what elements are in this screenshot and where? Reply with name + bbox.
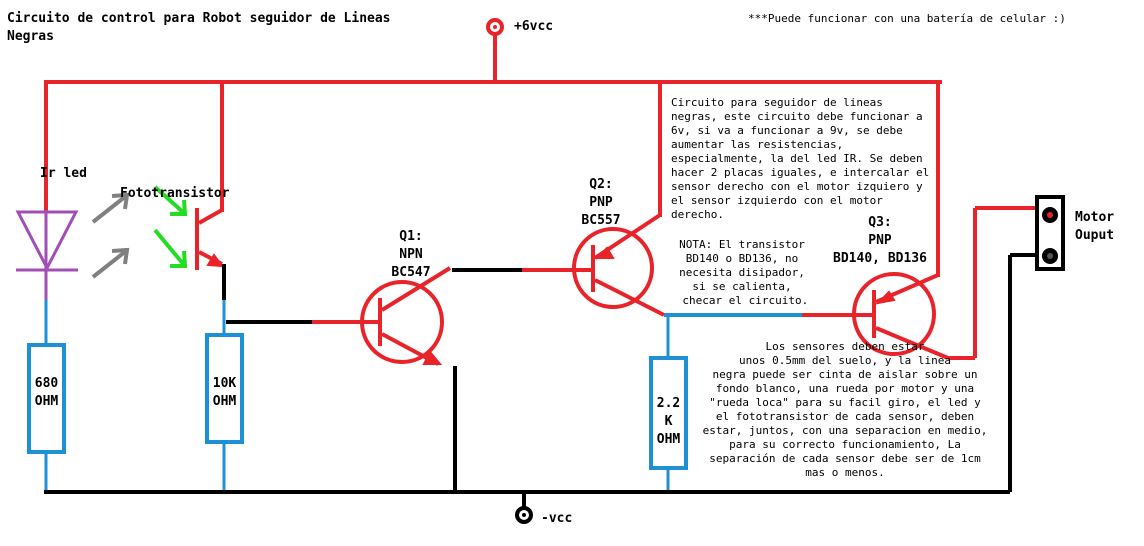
motor-output-label: Motor Ouput (1075, 210, 1115, 243)
ground-rail (44, 253, 1050, 508)
resistor-10k-label: 10K OHM (212, 376, 237, 409)
light-emission-arrows (91, 192, 130, 279)
light-reception-arrows (153, 185, 188, 268)
resistor-680-label: 680 OHM (34, 376, 59, 409)
resistor-680 (27, 300, 66, 492)
q3-transistor-symbol (802, 206, 1050, 360)
phototransistor-label: Fototransistor (120, 186, 230, 201)
q3-label: Q3: PNP BD140, BD136 (833, 215, 927, 266)
negative-supply-label: -vcc (541, 511, 573, 526)
positive-rail (44, 32, 942, 277)
motor-connector (1035, 195, 1065, 271)
transistor-note: NOTA: El transistor BD140 o BD136, no ne… (679, 238, 809, 307)
resistor-2k2-label: 2.2 K OHM (656, 396, 681, 447)
negative-terminal (515, 506, 533, 524)
sensors-note: Los sensores deben estar unos 0.5mm del … (702, 340, 988, 479)
phototransistor-symbol (195, 208, 225, 270)
resistor-2k2 (649, 315, 688, 492)
positive-supply-label: +6vcc (514, 19, 554, 34)
q1-transistor-symbol (312, 266, 452, 366)
ir-led-label: Ir led (40, 166, 87, 181)
battery-note: ***Puede funcionar con una batería de ce… (748, 12, 1066, 25)
q2-label: Q2: PNP BC557 (581, 177, 621, 228)
page-title: Circuito de control para Robot seguidor … (7, 11, 391, 44)
q1-label: Q1: NPN BC547 (391, 229, 431, 280)
q2-transistor-symbol (522, 213, 665, 317)
ir-led-symbol (15, 210, 79, 300)
resistor-10k (205, 300, 244, 492)
circuit-note: Circuito para seguidor de lineas negras,… (671, 96, 936, 221)
positive-terminal (486, 18, 504, 36)
